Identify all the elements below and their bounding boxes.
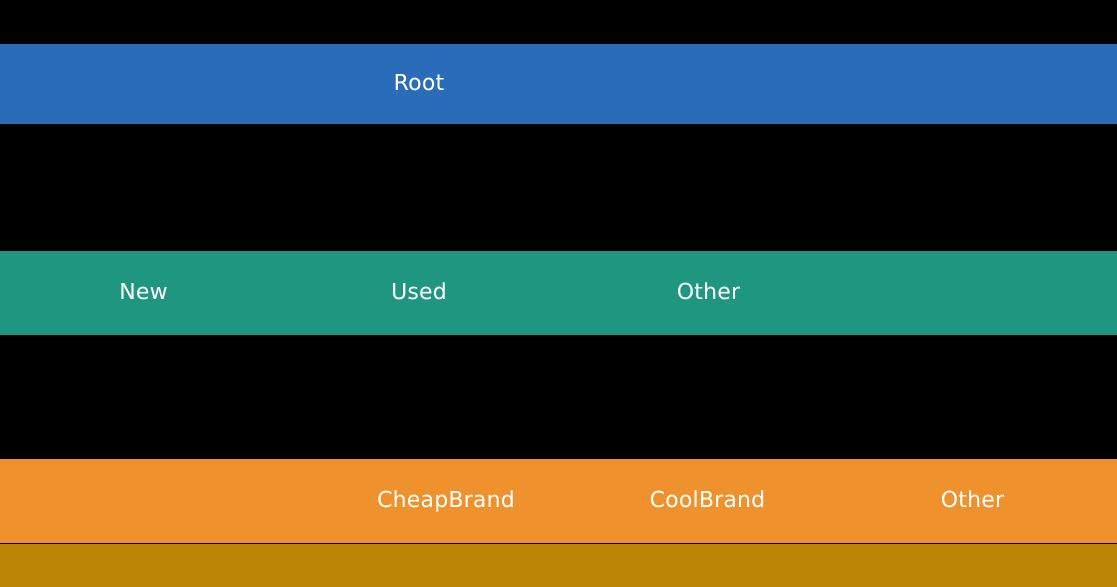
icicle-node-label: CheapBrand [377, 488, 515, 513]
icicle-node-blank-3-0[interactable] [0, 544, 1117, 587]
icicle-node-other-1-6[interactable]: Other [810, 251, 1117, 335]
icicle-node-root-0-2[interactable]: Root [520, 44, 1117, 124]
icicle-node-root-0-1[interactable]: Root [318, 44, 520, 124]
icicle-node-coolbrand-2-4[interactable]: CoolBrand [808, 459, 870, 543]
icicle-node-cheapbrand-2-2[interactable]: CheapBrand [548, 459, 607, 543]
icicle-node-coolbrand-2-3[interactable]: CoolBrand [607, 459, 808, 543]
icicle-node-root-0-0[interactable]: Root [0, 44, 318, 124]
icicle-node-used-1-4[interactable]: Used [520, 251, 607, 335]
icicle-node-other-2-6[interactable]: Other [1075, 459, 1117, 543]
icicle-node-new-1-0[interactable]: New [0, 251, 44, 335]
icicle-level-brand-level: CheapBrand CheapBrand CheapBrand CoolBrand C… [0, 459, 1117, 543]
icicle-node-cheapbrand-2-1[interactable]: CheapBrand [344, 459, 548, 543]
icicle-node-other-1-5[interactable]: Other [607, 251, 810, 335]
icicle-node-label: Used [391, 280, 447, 305]
icicle-node-label: Other [676, 280, 741, 305]
icicle-node-other-2-5[interactable]: Other [870, 459, 1075, 543]
icicle-node-new-1-1[interactable]: New [44, 251, 243, 335]
icicle-node-used-1-3[interactable]: Used [318, 251, 520, 335]
icicle-node-label: Root [393, 71, 445, 96]
icicle-level-leaf-level [0, 544, 1117, 587]
icicle-node-label: New [119, 280, 168, 305]
icicle-level-category-level: New New New Used Used Other Other [0, 251, 1117, 335]
icicle-node-new-1-2[interactable]: New [243, 251, 318, 335]
icicle-level-root-level: Root Root Root [0, 44, 1117, 124]
icicle-node-label: Other [940, 488, 1005, 513]
icicle-node-label: CoolBrand [649, 488, 766, 513]
icicle-node-cheapbrand-2-0[interactable]: CheapBrand [0, 459, 344, 543]
